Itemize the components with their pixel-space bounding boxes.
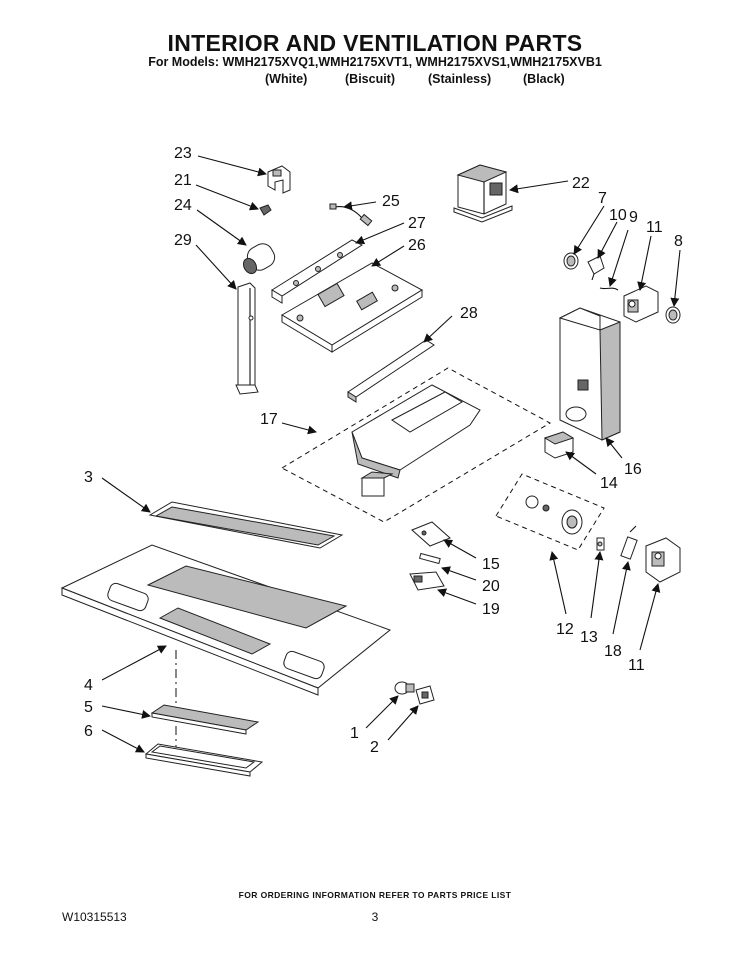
part-27-terminal-strip [271, 239, 364, 304]
callout-16: 16 [624, 461, 642, 478]
callout-3: 3 [84, 469, 93, 486]
part-18-thermal-fuse [620, 525, 638, 560]
callout-15: 15 [482, 556, 500, 573]
part-13-thermal [596, 537, 605, 551]
part-12-motor-group [495, 473, 605, 551]
part-26-control-plate [281, 262, 424, 353]
document-number: W10315513 [62, 910, 127, 924]
part-4-bottom-panel [60, 544, 392, 696]
part-6-light-cover [144, 743, 264, 777]
variant-biscuit: (Biscuit) [345, 72, 395, 86]
part-10-switch [587, 255, 605, 281]
leader-lines [101, 155, 681, 753]
callout-7: 7 [598, 190, 607, 207]
callout-18: 18 [604, 643, 622, 660]
part-2-socket [415, 685, 435, 705]
part-17-duct-group [280, 367, 552, 523]
part-14-relay [543, 431, 575, 459]
callout-21: 21 [174, 172, 192, 189]
part-21-clip [259, 204, 272, 216]
part-15-plate [411, 521, 451, 547]
part-20-fuse [418, 552, 441, 565]
callout-26: 26 [408, 237, 426, 254]
variant-stainless: (Stainless) [428, 72, 492, 86]
part-8-switch [665, 306, 681, 324]
variant-white: (White) [265, 72, 308, 86]
callout-23: 23 [174, 145, 192, 162]
callout-2: 2 [370, 739, 379, 756]
callout-11-lower: 11 [628, 657, 645, 674]
callout-13: 13 [580, 629, 598, 646]
callout-24: 24 [174, 197, 192, 214]
part-16-housing [558, 307, 621, 441]
callout-labels: 23 21 24 29 25 27 26 22 7 10 9 11 8 28 1… [84, 145, 683, 756]
part-22-transformer [453, 164, 513, 223]
callout-12: 12 [556, 621, 574, 638]
part-3-grease-filter [148, 501, 344, 549]
models-line: For Models: WMH2175XVQ1,WMH2175XVT1, WMH… [148, 55, 602, 69]
part-11-switch-assembly [623, 285, 659, 323]
part-19-fuse-holder [409, 571, 445, 591]
ordering-note: FOR ORDERING INFORMATION REFER TO PARTS … [238, 890, 512, 900]
part-1-bulb [394, 681, 415, 695]
callout-25: 25 [382, 193, 400, 210]
callout-19: 19 [482, 601, 500, 618]
page-title: INTERIOR AND VENTILATION PARTS [167, 30, 583, 56]
part-7-switch [563, 252, 579, 270]
callout-9: 9 [629, 209, 638, 226]
part-11-switch-right [645, 537, 681, 583]
page-number: 3 [371, 910, 379, 924]
part-9-lever [599, 287, 619, 291]
callout-4: 4 [84, 677, 93, 694]
callout-22: 22 [572, 175, 590, 192]
callout-20: 20 [482, 578, 500, 595]
callout-28: 28 [460, 305, 478, 322]
callout-11: 11 [646, 219, 663, 236]
callout-14: 14 [600, 475, 618, 492]
part-5-light-lens [150, 704, 260, 735]
callout-6: 6 [84, 723, 93, 740]
part-23-bracket [267, 165, 291, 194]
callout-1: 1 [350, 725, 359, 742]
part-29-bracket [235, 282, 259, 395]
part-24-capacitor [242, 243, 276, 275]
callout-10: 10 [609, 207, 627, 224]
variant-black: (Black) [523, 72, 565, 86]
part-25-wire [329, 203, 373, 227]
callout-17: 17 [260, 411, 278, 428]
part-28-bar [347, 339, 435, 403]
callout-5: 5 [84, 699, 93, 716]
callout-8: 8 [674, 233, 683, 250]
callout-29: 29 [174, 232, 192, 249]
callout-27: 27 [408, 215, 426, 232]
